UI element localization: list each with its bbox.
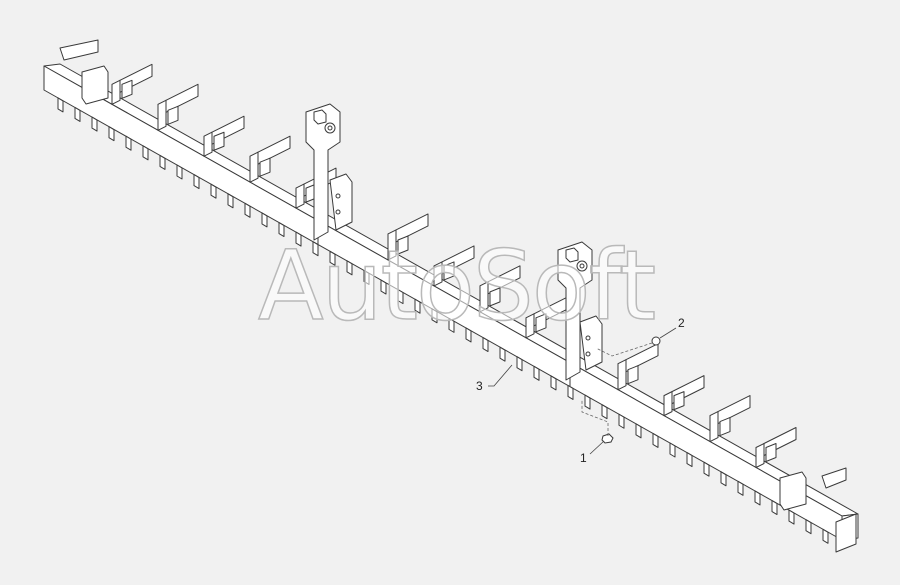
bracket-clip xyxy=(489,287,501,307)
tine xyxy=(193,174,200,190)
tine xyxy=(329,250,336,266)
bracket-arm xyxy=(257,135,291,165)
bracket-post xyxy=(479,281,489,313)
beam-top-face xyxy=(43,63,859,517)
tine xyxy=(550,375,557,391)
bracket-arm xyxy=(165,83,199,113)
part-1-nut xyxy=(601,433,614,444)
tine xyxy=(720,471,727,487)
bracket-clip xyxy=(535,313,547,333)
bracket-clip xyxy=(121,79,133,99)
bracket-clip xyxy=(213,131,225,151)
tine xyxy=(108,126,115,142)
tine xyxy=(805,519,812,535)
tine xyxy=(363,269,370,285)
callout-label-2: 2 xyxy=(678,316,685,330)
bracket-clip xyxy=(627,365,639,385)
tine xyxy=(414,298,421,314)
tine xyxy=(533,365,540,381)
tine-bar-frame xyxy=(43,39,859,553)
tine xyxy=(686,452,693,468)
end-clamp-left xyxy=(59,39,109,105)
tine xyxy=(669,442,676,458)
end-clamp-right xyxy=(779,467,857,553)
tine xyxy=(210,183,217,199)
bracket-clip xyxy=(719,417,731,437)
tine xyxy=(278,222,285,238)
tine xyxy=(312,241,319,257)
bracket-post xyxy=(111,79,121,105)
tine xyxy=(788,509,795,525)
tine xyxy=(227,193,234,209)
tine xyxy=(703,461,710,477)
tine xyxy=(397,289,404,305)
bracket-post xyxy=(157,99,167,131)
tine xyxy=(74,106,81,122)
bracket-post xyxy=(295,183,305,209)
tine xyxy=(771,500,778,516)
callout-label-3: 3 xyxy=(476,379,483,393)
tine xyxy=(567,384,574,400)
bracket-post xyxy=(709,411,719,443)
leader-1 xyxy=(589,440,605,455)
tine xyxy=(465,327,472,343)
tine xyxy=(516,356,523,372)
bracket-clip xyxy=(765,443,777,463)
bracket-clip xyxy=(397,235,409,255)
tine xyxy=(244,202,251,218)
bracket-clip xyxy=(673,391,685,411)
tine xyxy=(635,423,642,439)
beam-front-face xyxy=(43,65,843,541)
tine xyxy=(737,480,744,496)
bracket-arm xyxy=(395,213,429,243)
bracket-post xyxy=(387,229,397,261)
tine xyxy=(618,413,625,429)
tine xyxy=(448,317,455,333)
bracket-clip xyxy=(167,105,179,125)
bracket-post xyxy=(249,151,259,183)
tine xyxy=(499,346,506,362)
callout-leaders xyxy=(488,327,677,455)
tine xyxy=(346,260,353,276)
tines xyxy=(57,97,829,544)
bracket-post xyxy=(525,313,535,339)
leader-2 xyxy=(659,327,677,339)
tine xyxy=(822,528,829,544)
callout-label-1: 1 xyxy=(580,451,587,465)
tine xyxy=(91,116,98,132)
bracket-post xyxy=(433,261,443,287)
tine-brackets xyxy=(111,63,797,469)
tine xyxy=(601,404,608,420)
tine xyxy=(584,394,591,410)
tine xyxy=(57,97,64,113)
tine xyxy=(261,212,268,228)
bracket-clip xyxy=(259,157,271,177)
tine xyxy=(159,154,166,170)
bracket-clip xyxy=(443,261,455,281)
hitch-plate-left xyxy=(305,103,353,241)
bracket-arm xyxy=(717,395,751,425)
tine xyxy=(431,308,438,324)
tine xyxy=(380,279,387,295)
tine xyxy=(482,337,489,353)
assembly-guides xyxy=(581,342,653,436)
leader-3 xyxy=(488,364,513,387)
tine xyxy=(176,164,183,180)
tine xyxy=(295,231,302,247)
hitch-plate-right xyxy=(557,241,603,381)
bracket-post xyxy=(755,443,765,469)
tine xyxy=(125,135,132,151)
bracket-post xyxy=(203,131,213,157)
tine xyxy=(754,490,761,506)
part-2-nut xyxy=(651,336,661,346)
bracket-arm xyxy=(625,343,659,373)
bracket-post xyxy=(617,359,627,391)
bracket-arm xyxy=(487,265,521,295)
tine xyxy=(652,432,659,448)
tine xyxy=(142,145,149,161)
bracket-post xyxy=(663,391,673,417)
